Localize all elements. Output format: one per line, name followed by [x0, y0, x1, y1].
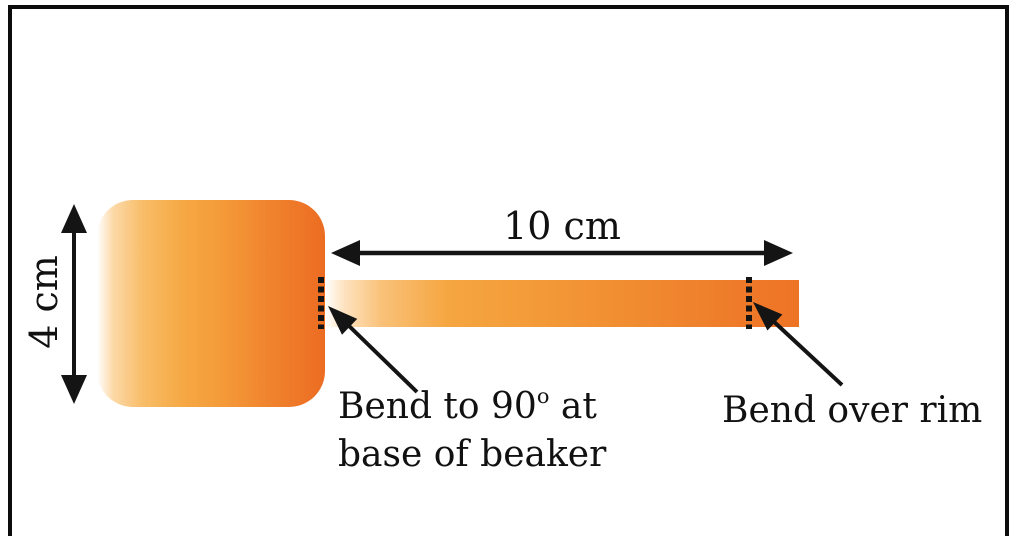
bend-base-label: Bend to 90o at base of beaker: [338, 383, 606, 479]
copper-strip: [325, 280, 799, 327]
degree-superscript: o: [536, 383, 550, 408]
bend-line-rim-dashed: [746, 277, 752, 329]
figure-border: [8, 5, 1009, 536]
copper-square: [97, 200, 325, 407]
length-dimension-label: 10 cm: [503, 204, 621, 248]
bend-base-line1: Bend to 90o at: [338, 383, 597, 427]
bend-rim-label: Bend over rim: [722, 390, 983, 431]
bend-base-line1-post: at: [549, 386, 597, 427]
bend-line-base-dashed: [318, 277, 324, 329]
bend-base-line1-pre: Bend to 90: [338, 386, 537, 427]
width-dimension-label: 4 cm: [22, 255, 66, 349]
bend-base-line2: base of beaker: [338, 434, 607, 475]
